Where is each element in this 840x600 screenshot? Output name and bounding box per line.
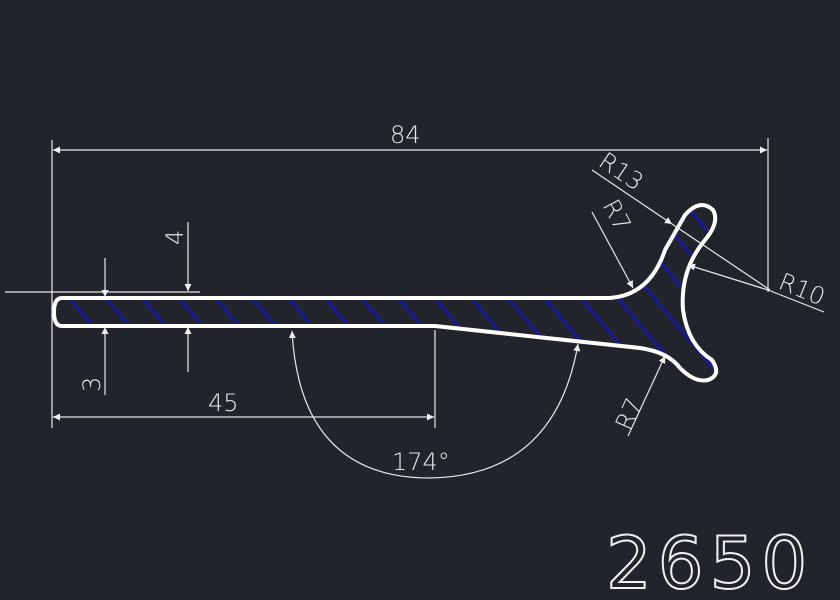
- leader-r10-underline: [767, 289, 825, 313]
- leader-r13: [591, 169, 673, 225]
- leader-r13-ext: [671, 223, 771, 291]
- radius-label-r7-lower: R7: [610, 394, 649, 435]
- dimension-label-3: 3: [78, 377, 106, 392]
- radius-label-r7-upper: R7: [597, 195, 637, 236]
- part-number: 2650: [606, 521, 813, 600]
- angle-arc: [288, 330, 581, 479]
- dimension-label-4: 4: [161, 230, 189, 245]
- radius-label-r10: R10: [775, 268, 829, 312]
- leader-r7-lower: [627, 355, 666, 437]
- leader-r7-upper: [591, 211, 634, 289]
- leader-r10: [687, 263, 769, 291]
- dimension-label-45: 45: [208, 389, 239, 417]
- angle-label: 174°: [392, 448, 450, 476]
- dimension-label-84: 84: [390, 121, 421, 149]
